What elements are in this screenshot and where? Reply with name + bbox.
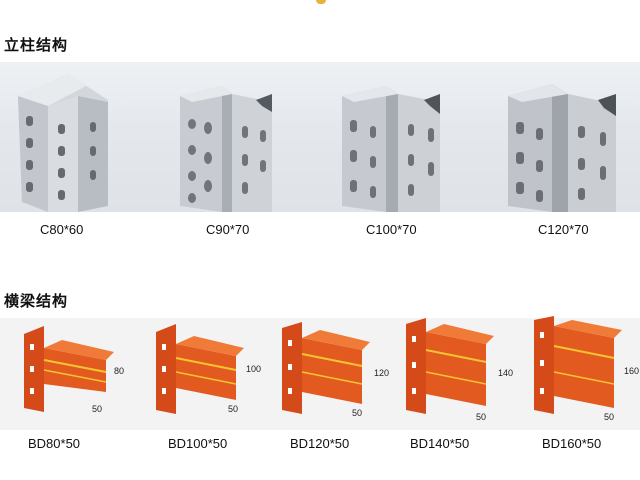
beam-width-dim: 50 [604, 412, 615, 422]
post-image-c80 [18, 74, 108, 212]
beam-label: BD160*50 [542, 436, 602, 451]
beam-label: BD140*50 [410, 436, 470, 451]
beam-label: BD100*50 [168, 436, 228, 451]
posts-section-title: 立柱结构 [4, 37, 69, 54]
beam-image-bd80 [24, 326, 114, 412]
beam-image-bd100 [156, 324, 244, 414]
beam-width-dim: 50 [476, 412, 487, 422]
post-label: C80*60 [40, 222, 84, 237]
post-label: C100*70 [366, 222, 417, 237]
beam-image-bd140 [406, 318, 494, 414]
beam-image-bd160 [534, 316, 622, 414]
post-image-c120 [508, 84, 616, 212]
post-image-c100 [342, 86, 440, 212]
beam-label: BD120*50 [290, 436, 350, 451]
beam-width-dim: 50 [92, 404, 103, 414]
beam-height-dim: 120 [374, 368, 390, 378]
top-accent-mark [316, 0, 326, 4]
beam-height-dim: 140 [498, 368, 514, 378]
beams-section-title: 横梁结构 [4, 293, 69, 310]
beam-width-dim: 50 [352, 408, 363, 418]
post-label: C120*70 [538, 222, 589, 237]
beam-height-dim: 160 [624, 366, 640, 376]
beam-width-dim: 50 [228, 404, 239, 414]
beam-height-dim: 100 [246, 364, 262, 374]
post-label: C90*70 [206, 222, 250, 237]
beam-height-dim: 80 [114, 366, 125, 376]
post-image-c90 [180, 86, 272, 212]
beam-image-bd120 [282, 322, 370, 414]
beam-label: BD80*50 [28, 436, 81, 451]
